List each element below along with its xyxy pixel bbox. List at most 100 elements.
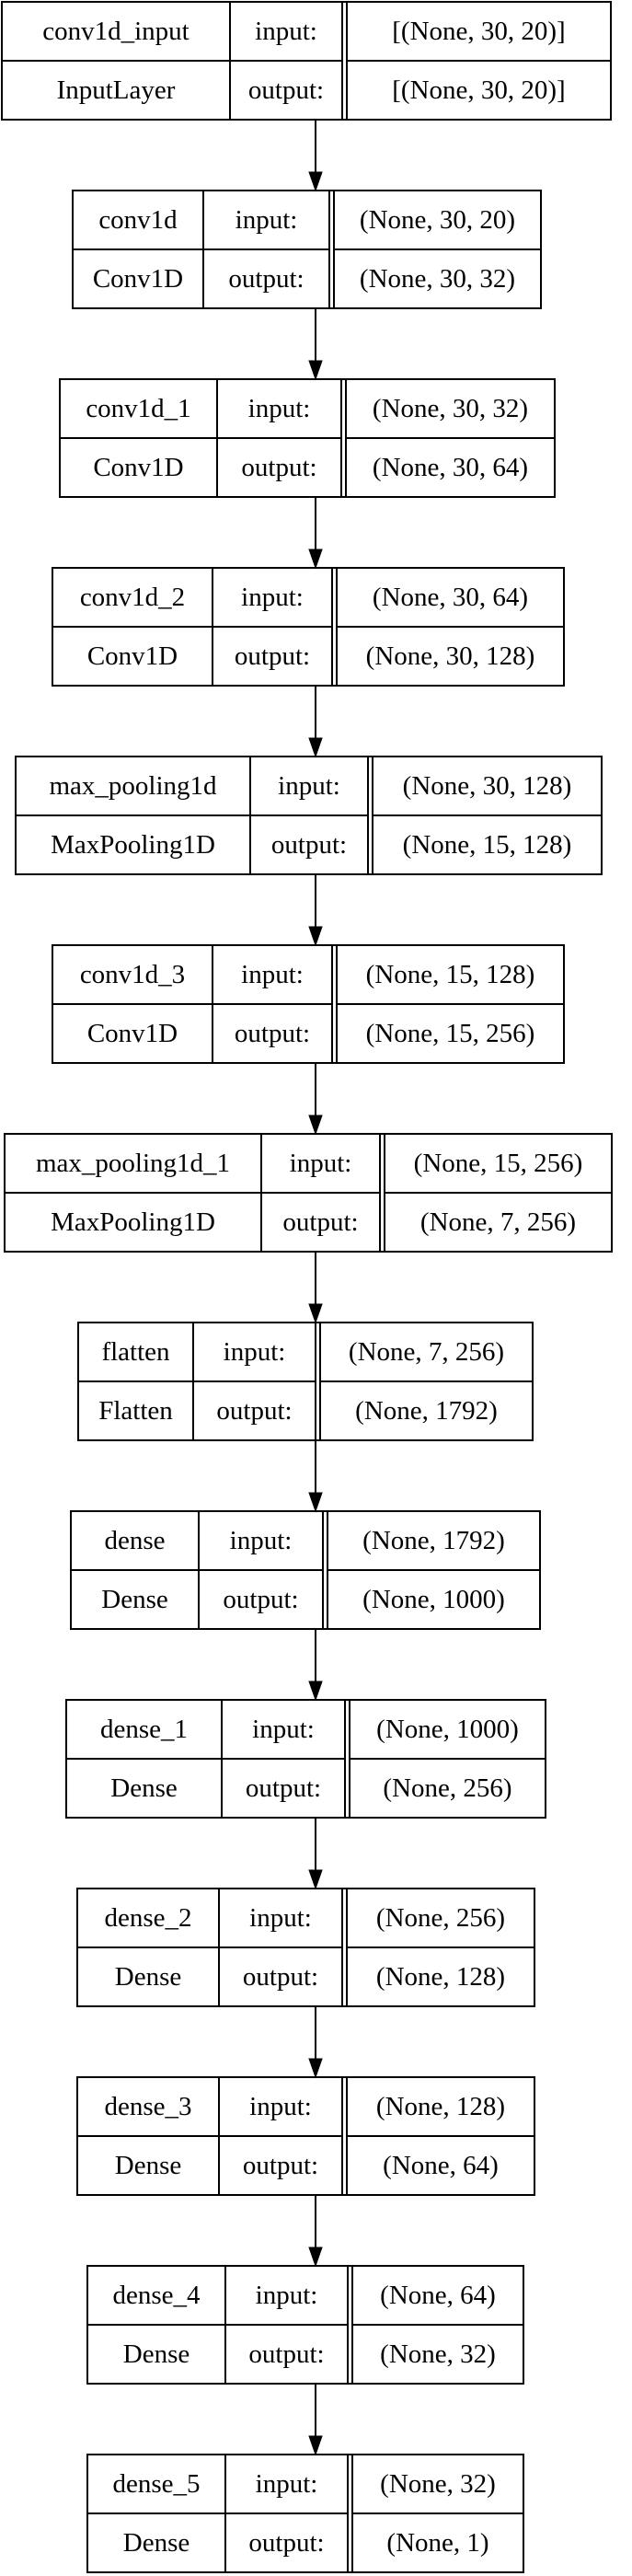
input-shape: (None, 64) xyxy=(380,2281,496,2310)
layer-type: Conv1D xyxy=(93,453,183,482)
output-shape: (None, 64) xyxy=(383,2151,499,2180)
arrow-head-icon xyxy=(308,2435,323,2456)
output-label: output: xyxy=(241,453,316,482)
layer-name: dense_3 xyxy=(104,2092,191,2121)
output-label: output: xyxy=(243,1962,318,1992)
output-label: output: xyxy=(216,1396,292,1426)
layer-type: Dense xyxy=(115,2151,181,2180)
output-shape: (None, 1792) xyxy=(355,1396,498,1426)
input-label: input: xyxy=(241,960,304,989)
layer-name: max_pooling1d_1 xyxy=(36,1149,230,1178)
input-shape: (None, 1792) xyxy=(362,1526,505,1555)
output-label: output: xyxy=(228,264,304,294)
layer-type: Dense xyxy=(110,1773,177,1803)
input-label: input: xyxy=(241,583,304,612)
layer-name: dense_5 xyxy=(112,2469,200,2499)
output-shape: (None, 30, 64) xyxy=(373,453,528,482)
arrow-head-icon xyxy=(308,737,323,758)
input-shape: (None, 1000) xyxy=(376,1715,519,1744)
input-label: input: xyxy=(252,1715,315,1744)
output-shape: (None, 30, 128) xyxy=(366,641,535,671)
output-shape: (None, 256) xyxy=(383,1773,511,1803)
input-shape: (None, 128) xyxy=(376,2092,505,2121)
input-label: input: xyxy=(290,1149,352,1178)
layer-name: dense_4 xyxy=(112,2281,201,2310)
layer-type: Conv1D xyxy=(87,641,178,671)
input-label: input: xyxy=(236,205,298,235)
output-shape: (None, 15, 128) xyxy=(403,830,572,860)
input-shape: (None, 30, 32) xyxy=(373,394,528,423)
arrow-head-icon xyxy=(308,1681,323,1702)
layer-type: Conv1D xyxy=(87,1019,178,1048)
output-shape: (None, 30, 32) xyxy=(360,264,515,294)
output-shape: (None, 32) xyxy=(380,2339,496,2369)
input-label: input: xyxy=(278,771,340,801)
layer-name: conv1d_1 xyxy=(86,394,190,423)
layer-name: dense_1 xyxy=(100,1715,188,1744)
input-label: input: xyxy=(249,2092,312,2121)
layer-type: MaxPooling1D xyxy=(51,1207,215,1237)
output-shape: (None, 128) xyxy=(376,1962,505,1992)
layer-type: MaxPooling1D xyxy=(51,830,215,860)
arrow-head-icon xyxy=(308,2247,323,2268)
input-shape: (None, 7, 256) xyxy=(349,1337,504,1367)
input-shape: (None, 32) xyxy=(380,2469,496,2499)
input-shape: (None, 15, 256) xyxy=(414,1149,583,1178)
output-shape: (None, 1) xyxy=(386,2528,488,2558)
layer-name: flatten xyxy=(101,1337,170,1367)
arrow-head-icon xyxy=(308,549,323,570)
arrow-head-icon xyxy=(308,1869,323,1890)
arrow-head-icon xyxy=(308,926,323,947)
input-label: input: xyxy=(230,1526,293,1555)
layer-type: Dense xyxy=(123,2339,190,2369)
output-label: output: xyxy=(246,1773,321,1803)
output-shape: (None, 7, 256) xyxy=(420,1207,576,1237)
output-label: output: xyxy=(271,830,347,860)
output-label: output: xyxy=(282,1207,358,1237)
arrow-head-icon xyxy=(308,2058,323,2079)
layer-name: conv1d_2 xyxy=(80,583,185,612)
output-label: output: xyxy=(248,2528,324,2558)
layer-type: Dense xyxy=(101,1585,167,1614)
input-shape: (None, 15, 128) xyxy=(366,960,535,989)
output-shape: (None, 15, 256) xyxy=(366,1019,535,1048)
layer-type: Flatten xyxy=(98,1396,173,1426)
input-label: input: xyxy=(248,394,311,423)
output-shape: (None, 1000) xyxy=(362,1585,505,1614)
input-shape: (None, 30, 128) xyxy=(403,771,572,801)
input-shape: (None, 256) xyxy=(376,1903,505,1933)
input-shape: (None, 30, 64) xyxy=(373,583,528,612)
layer-type: Dense xyxy=(123,2528,190,2558)
layer-node-conv1d_input: conv1d_inputInputLayerinput:output:[(Non… xyxy=(1,1,612,121)
input-label: input: xyxy=(255,17,317,46)
input-label: input: xyxy=(256,2469,318,2499)
arrow-head-icon xyxy=(308,1492,323,1513)
layer-name: conv1d_input xyxy=(42,17,190,46)
input-label: input: xyxy=(249,1903,312,1933)
output-label: output: xyxy=(223,1585,298,1614)
input-shape: [(None, 30, 20)] xyxy=(392,17,565,46)
layer-type: Conv1D xyxy=(93,264,183,294)
arrow-head-icon xyxy=(308,1115,323,1136)
arrow-head-icon xyxy=(308,360,323,381)
layer-name: conv1d xyxy=(98,205,178,235)
layer-type: InputLayer xyxy=(57,75,176,105)
output-label: output: xyxy=(235,1019,310,1048)
layer-name: max_pooling1d xyxy=(49,771,217,801)
layer-name: conv1d_3 xyxy=(80,960,185,989)
output-label: output: xyxy=(243,2151,318,2180)
arrow-head-icon xyxy=(308,171,323,192)
input-label: input: xyxy=(224,1337,286,1367)
arrow-head-icon xyxy=(308,1303,323,1324)
layer-type: Dense xyxy=(115,1962,181,1992)
